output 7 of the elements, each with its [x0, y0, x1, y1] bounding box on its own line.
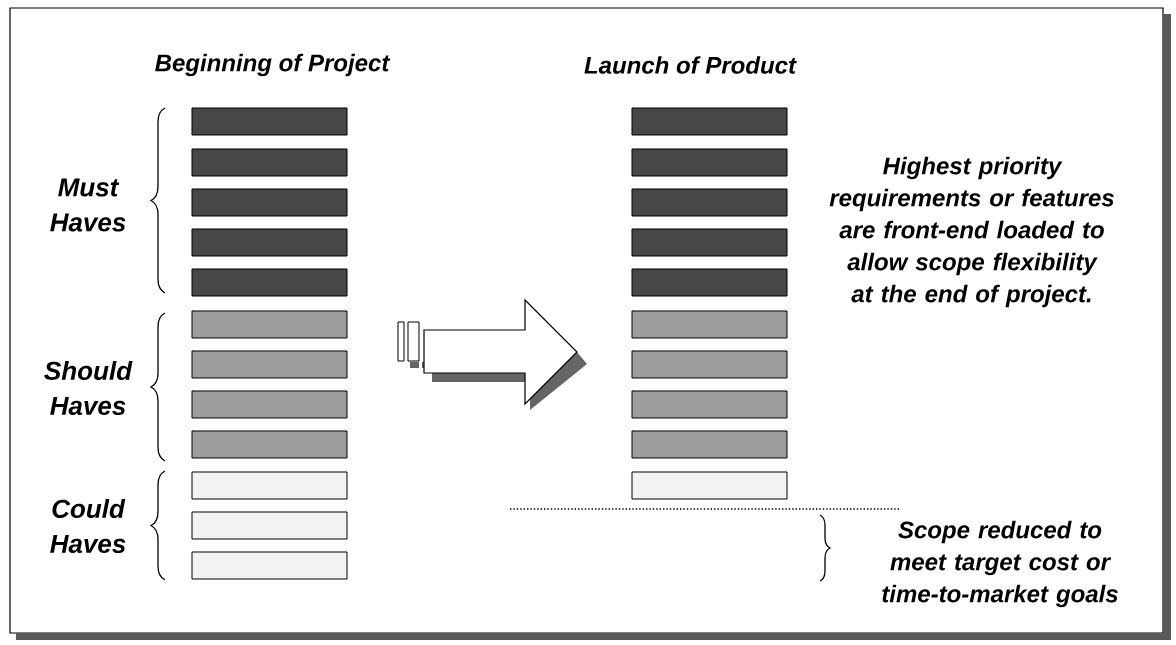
priority-label: Could Haves: [50, 498, 126, 554]
column-heading: Beginning of Project: [155, 53, 391, 77]
priority-label: Must Haves: [50, 178, 126, 232]
note: Scope reduced to meet target cost or time-to-market goals: [882, 520, 1118, 608]
priority-label: Should Haves: [44, 360, 133, 416]
note: Highest priority requirements or features are front-end loaded to allow scope flexibility at the end of project.: [829, 156, 1114, 308]
column-heading: Launch of Product: [584, 56, 797, 74]
